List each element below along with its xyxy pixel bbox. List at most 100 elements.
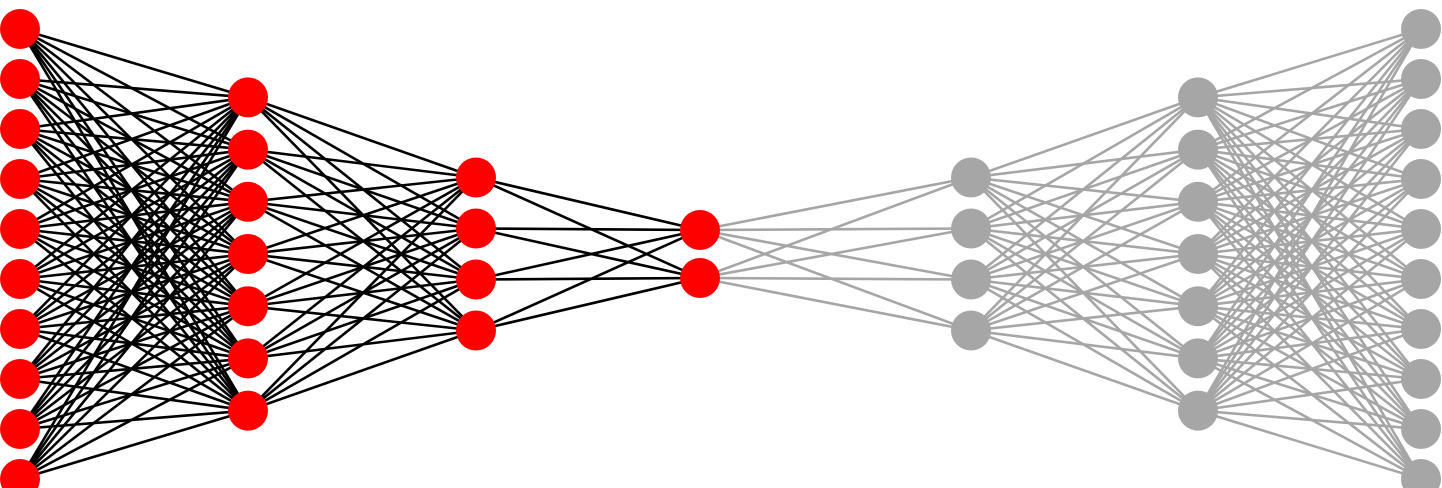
edge-l1-n6-to-l2-n0 — [247, 176, 477, 412]
edge-l0-n5-to-l1-n0 — [19, 96, 249, 281]
edge-l5-n2-to-l6-n0 — [1197, 27, 1422, 203]
encoder-node-layer0-4 — [0, 209, 40, 249]
edge-l3-n1-to-l4-n3 — [699, 276, 972, 332]
edge-l0-n3-to-l1-n0 — [19, 96, 249, 181]
decoder-node-layer6-3 — [1401, 159, 1441, 199]
edge-l0-n9-to-l1-n6 — [19, 409, 249, 481]
edge-l4-n1-to-l5-n0 — [970, 96, 1199, 230]
edge-l0-n9-to-l1-n0 — [18, 96, 250, 480]
decoder-node-layer5-4 — [1178, 286, 1218, 327]
edge-l1-n2-to-l2-n0 — [247, 176, 477, 204]
edge-l5-n3-to-l6-n0 — [1197, 28, 1422, 255]
encoder-node-layer0-3 — [0, 159, 40, 199]
encoder-node-layer1-3 — [228, 234, 268, 274]
edge-l0-n1-to-l1-n0 — [19, 77, 249, 99]
encoder-node-layer0-5 — [0, 259, 40, 299]
edge-l2-n0-to-l3-n1 — [475, 176, 701, 280]
edge-l1-n0-to-l2-n0 — [247, 96, 477, 179]
encoder-node-layer3-1 — [680, 258, 720, 298]
encoder-node-layer0-7 — [0, 359, 40, 399]
edge-l2-n3-to-l3-n1 — [475, 276, 701, 332]
decoder-node-layer6-9 — [1401, 459, 1441, 488]
edge-l2-n0-to-l3-n0 — [475, 176, 701, 232]
edge-l5-n6-to-l6-n6 — [1197, 327, 1422, 412]
edge-l0-n2-to-l1-n0 — [19, 96, 249, 131]
encoder-node-layer0-1 — [0, 59, 40, 99]
edge-l1-n6-to-l2-n2 — [247, 278, 477, 412]
node-group — [0, 9, 1441, 488]
edge-l4-n3-to-l5-n1 — [970, 148, 1199, 332]
edge-l2-n2-to-l3-n0 — [475, 228, 701, 281]
edge-l1-n4-to-l2-n0 — [247, 176, 477, 308]
edge-l1-n6-to-l2-n3 — [247, 329, 477, 412]
encoder-node-layer1-2 — [228, 181, 268, 222]
edge-l4-n3-to-l5-n0 — [970, 96, 1199, 332]
decoder-node-layer4-0 — [951, 157, 991, 198]
edge-l5-n6-to-l6-n1 — [1196, 78, 1423, 412]
edge-l5-n6-to-l6-n3 — [1197, 178, 1422, 412]
decoder-node-layer6-4 — [1401, 209, 1441, 249]
edge-l3-n1-to-l4-n2 — [699, 276, 972, 281]
edge-l5-n6-to-l6-n8 — [1197, 409, 1422, 431]
decoder-node-layer5-2 — [1178, 181, 1218, 222]
decoder-node-layer5-5 — [1178, 338, 1218, 379]
edge-l0-n9-to-l1-n1 — [18, 148, 250, 480]
encoder-node-layer2-3 — [456, 310, 496, 351]
edge-l3-n0-to-l4-n3 — [699, 228, 972, 332]
edge-l0-n9-to-l1-n4 — [19, 305, 249, 481]
edge-l5-n6-to-l6-n0 — [1196, 28, 1423, 412]
edge-l1-n1-to-l2-n0 — [247, 148, 477, 179]
edge-l5-n4-to-l6-n0 — [1196, 28, 1423, 308]
encoder-node-layer1-6 — [228, 390, 268, 431]
edge-l5-n1-to-l6-n0 — [1197, 27, 1422, 151]
decoder-node-layer6-2 — [1401, 109, 1441, 149]
encoder-node-layer0-9 — [0, 459, 40, 488]
edge-l4-n0-to-l5-n0 — [970, 96, 1199, 179]
encoder-node-layer2-2 — [456, 259, 496, 300]
edge-l3-n0-to-l4-n2 — [699, 228, 972, 281]
edge-l1-n3-to-l2-n0 — [247, 176, 477, 256]
edge-l4-n2-to-l5-n0 — [970, 96, 1199, 281]
edge-l0-n6-to-l1-n0 — [19, 96, 249, 330]
edge-l3-n1-to-l4-n1 — [699, 227, 972, 280]
edge-l3-n1-to-l4-n0 — [699, 176, 972, 280]
decoder-node-layer5-3 — [1178, 234, 1218, 274]
encoder-node-layer3-0 — [680, 210, 720, 250]
encoder-node-layer0-2 — [0, 109, 40, 149]
edge-l0-n8-to-l1-n0 — [18, 96, 250, 430]
edge-l3-n0-to-l4-n1 — [699, 227, 972, 232]
edge-l5-n6-to-l6-n4 — [1197, 227, 1422, 412]
decoder-node-layer6-6 — [1401, 309, 1441, 349]
edge-l5-n6-to-l6-n9 — [1197, 409, 1422, 481]
edge-l2-n2-to-l3-n1 — [475, 276, 701, 281]
encoder-node-layer2-1 — [456, 208, 496, 249]
decoder-node-layer5-0 — [1178, 77, 1218, 118]
edge-l5-n5-to-l6-n0 — [1196, 28, 1423, 360]
edge-l4-n3-to-l5-n5 — [970, 329, 1199, 360]
edge-l0-n9-to-l1-n2 — [18, 200, 250, 480]
decoder-node-layer6-8 — [1401, 409, 1441, 449]
edge-l5-n0-to-l6-n0 — [1197, 27, 1422, 99]
encoder-node-layer0-0 — [0, 9, 40, 49]
decoder-node-layer5-6 — [1178, 390, 1218, 431]
edge-l2-n1-to-l3-n1 — [475, 227, 701, 280]
encoder-node-layer1-5 — [228, 338, 268, 379]
edge-l4-n3-to-l5-n3 — [970, 252, 1199, 332]
edge-l5-n6-to-l6-n2 — [1196, 128, 1423, 412]
decoder-node-layer6-7 — [1401, 359, 1441, 399]
edge-l2-n3-to-l3-n0 — [475, 228, 701, 332]
edge-l3-n0-to-l4-n0 — [699, 176, 972, 232]
decoder-node-layer4-2 — [951, 259, 991, 300]
edge-l4-n3-to-l5-n2 — [970, 200, 1199, 332]
encoder-node-layer2-0 — [456, 157, 496, 198]
edge-l0-n9-to-l1-n3 — [19, 253, 249, 480]
decoder-node-layer4-3 — [951, 310, 991, 351]
edge-l1-n5-to-l2-n0 — [247, 176, 477, 360]
edge-l0-n4-to-l1-n0 — [19, 96, 249, 231]
encoder-node-layer0-8 — [0, 409, 40, 449]
encoder-node-layer0-6 — [0, 309, 40, 349]
edge-group — [18, 27, 1423, 481]
edge-l5-n6-to-l6-n5 — [1197, 277, 1422, 412]
edge-l4-n3-to-l5-n4 — [970, 304, 1199, 332]
